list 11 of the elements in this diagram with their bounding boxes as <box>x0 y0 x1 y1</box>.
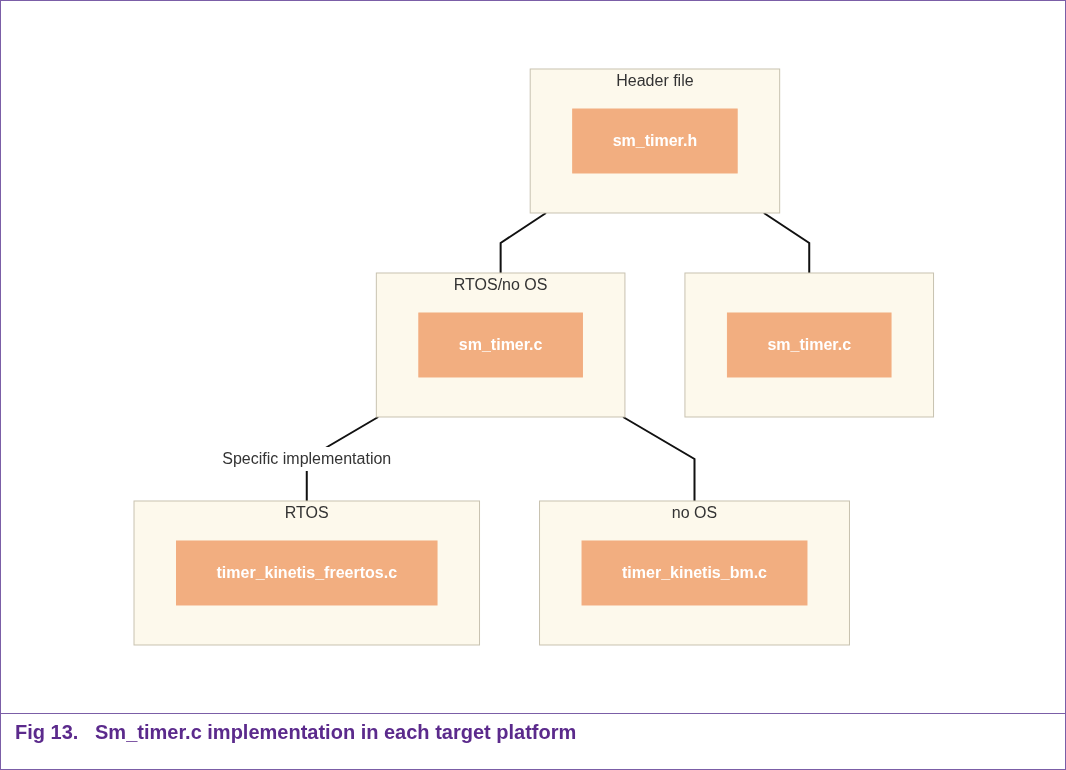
cluster <box>684 272 935 418</box>
node-box: sm_timer.c <box>418 312 584 378</box>
connector <box>499 212 548 274</box>
node-box: sm_timer.h <box>572 108 738 174</box>
connector <box>622 416 696 502</box>
node-box: timer_kinetis_bm.c <box>581 540 808 606</box>
connector <box>763 212 811 274</box>
figure-caption: Fig 13. Sm_timer.c implementation in each target platform <box>15 721 577 744</box>
edge-label: Specific implementation <box>222 449 392 467</box>
node-box: timer_kinetis_freertos.c <box>176 540 438 606</box>
node-box: sm_timer.c <box>727 312 892 378</box>
